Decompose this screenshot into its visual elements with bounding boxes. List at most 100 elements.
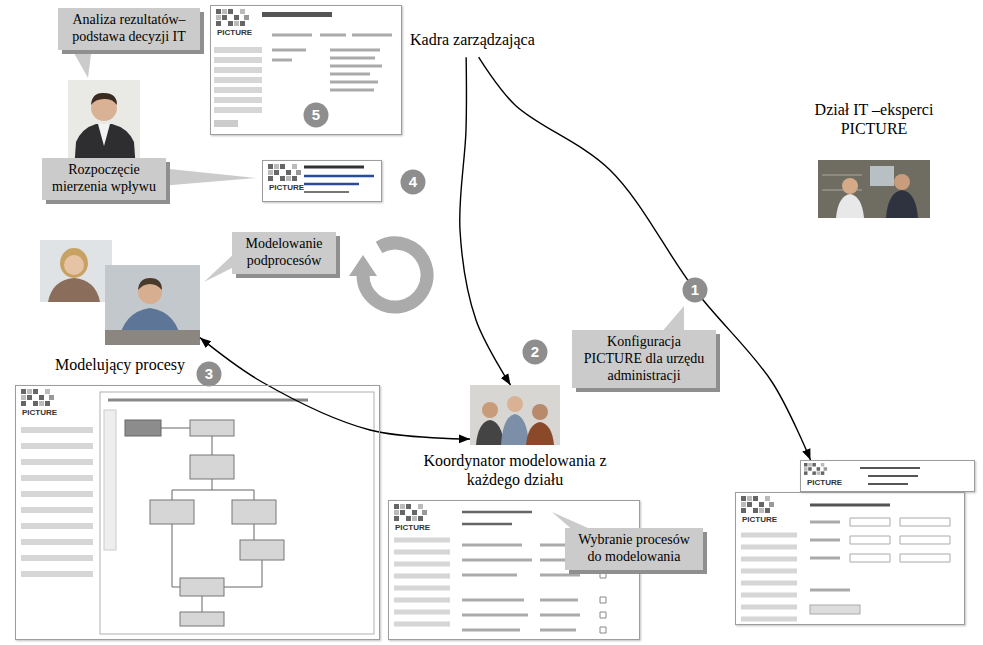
- screen-button: [810, 605, 860, 614]
- screen-ground: [800, 460, 975, 492]
- photo-ground: [470, 385, 560, 445]
- person-body: [526, 422, 554, 445]
- screenshot-content: [800, 460, 975, 492]
- flow-box: [190, 420, 234, 436]
- step-circle-shape: [197, 362, 222, 387]
- person-body: [836, 194, 864, 218]
- person-head: [532, 404, 548, 420]
- cycle-arrowhead: [349, 255, 377, 276]
- form-labels: [810, 522, 850, 590]
- flow-box: [180, 578, 224, 596]
- callout-text: Wybranie procesów do modelowania: [571, 532, 697, 566]
- actor-label: Kadra zarządzająca: [410, 30, 535, 57]
- step-circle-shape: [401, 170, 426, 195]
- step-circle-shape: [304, 103, 329, 128]
- person-head: [507, 396, 523, 412]
- flow-box: [180, 612, 224, 626]
- screen-title-bar: [810, 504, 890, 507]
- screen-ground: [735, 492, 965, 625]
- photo-ground: [105, 265, 200, 345]
- flow-box: [240, 540, 284, 560]
- step-number-text: 2: [522, 339, 548, 365]
- person-head: [482, 402, 498, 418]
- menu-lines: [741, 535, 797, 619]
- person-head: [842, 178, 858, 194]
- step-number: 3: [196, 361, 222, 387]
- actor-caption: Modelujący procesy: [45, 355, 195, 374]
- screenshot-window: PICTURE: [735, 492, 965, 625]
- logo-mark: [21, 389, 54, 406]
- screen-ground: [210, 5, 402, 135]
- logo-mark: [741, 496, 774, 513]
- screen-title-bar: [262, 12, 332, 17]
- callout-box: Analiza rezultatów– podstawa decyzji IT: [58, 8, 200, 50]
- menu-lines: [394, 540, 450, 624]
- flow-arrow: [479, 57, 811, 460]
- screenshot-content: [735, 492, 965, 625]
- actor-label-text: Kadra zarządzająca: [410, 30, 535, 49]
- model-panel: [100, 392, 374, 634]
- person-body: [48, 278, 100, 302]
- screen-button: [214, 120, 238, 127]
- logo-mark: [268, 164, 301, 181]
- step-circle-shape: [523, 340, 548, 365]
- callout-box: Rozpoczęcie mierzenia wpływu: [42, 158, 166, 200]
- logo-text: PICTURE: [742, 515, 964, 525]
- callout-box: Wybranie procesów do modelowania: [565, 528, 703, 570]
- window: [870, 166, 894, 186]
- coordinators-photo: [470, 385, 560, 445]
- step-number-text: 3: [196, 361, 222, 387]
- screenshot-content: [210, 5, 402, 135]
- logo-text: PICTURE: [22, 408, 379, 418]
- screen-ground: [15, 385, 380, 640]
- screenshot-window: PICTURE5: [210, 5, 402, 135]
- hair: [91, 93, 117, 105]
- screenshot-content: [15, 385, 380, 640]
- actor-photo: Dział IT –eksperci PICTURE: [818, 160, 930, 218]
- desk: [105, 330, 200, 345]
- step-number: 4: [400, 169, 426, 195]
- hair: [138, 278, 162, 290]
- step-number-text: 1: [682, 277, 708, 303]
- screenshot-window: PICTURE: [262, 160, 382, 202]
- flow-arrow: [460, 57, 511, 385]
- screenshot-window: PICTURE: [800, 460, 975, 492]
- photo-ground: [818, 160, 930, 218]
- logo-text: PICTURE: [395, 523, 639, 533]
- person-body: [886, 190, 918, 218]
- logo-mark: [216, 9, 249, 26]
- step-number-text: 4: [400, 169, 426, 195]
- hair: [60, 248, 88, 278]
- person-head: [894, 174, 910, 190]
- panel-heading-line: [108, 399, 308, 402]
- menu-lines: [21, 430, 93, 574]
- flow-box: [125, 420, 161, 436]
- callout-text: Rozpoczęcie mierzenia wpływu: [48, 162, 160, 196]
- person-body: [501, 414, 529, 445]
- step-circle-shape: [683, 278, 708, 303]
- photo-ground: [40, 240, 112, 302]
- person-body: [476, 420, 504, 445]
- screen-title-bar: [304, 166, 364, 169]
- modeller-photo: [105, 265, 200, 345]
- it-team-photo: [818, 160, 930, 218]
- flow-box: [190, 455, 234, 479]
- flow-arrow: [200, 338, 470, 439]
- callout-tail: [160, 168, 256, 186]
- person-head: [64, 255, 84, 275]
- flow-box: [232, 500, 276, 524]
- logo-mark: [804, 463, 827, 475]
- callout-tails: [70, 46, 684, 532]
- menu-lines: [214, 50, 262, 110]
- callout-text: Modelowanie podprocesów: [238, 236, 330, 270]
- table-lines: [462, 545, 580, 630]
- content-lines: [272, 35, 392, 90]
- callout-box: Modelowanie podprocesów: [232, 232, 336, 274]
- screenshot-window: PICTURE: [388, 500, 640, 640]
- callout-text: Analiza rezultatów– podstawa decyzji IT: [64, 12, 194, 46]
- screenshot-content: [262, 160, 382, 202]
- screen-ground: [388, 500, 640, 640]
